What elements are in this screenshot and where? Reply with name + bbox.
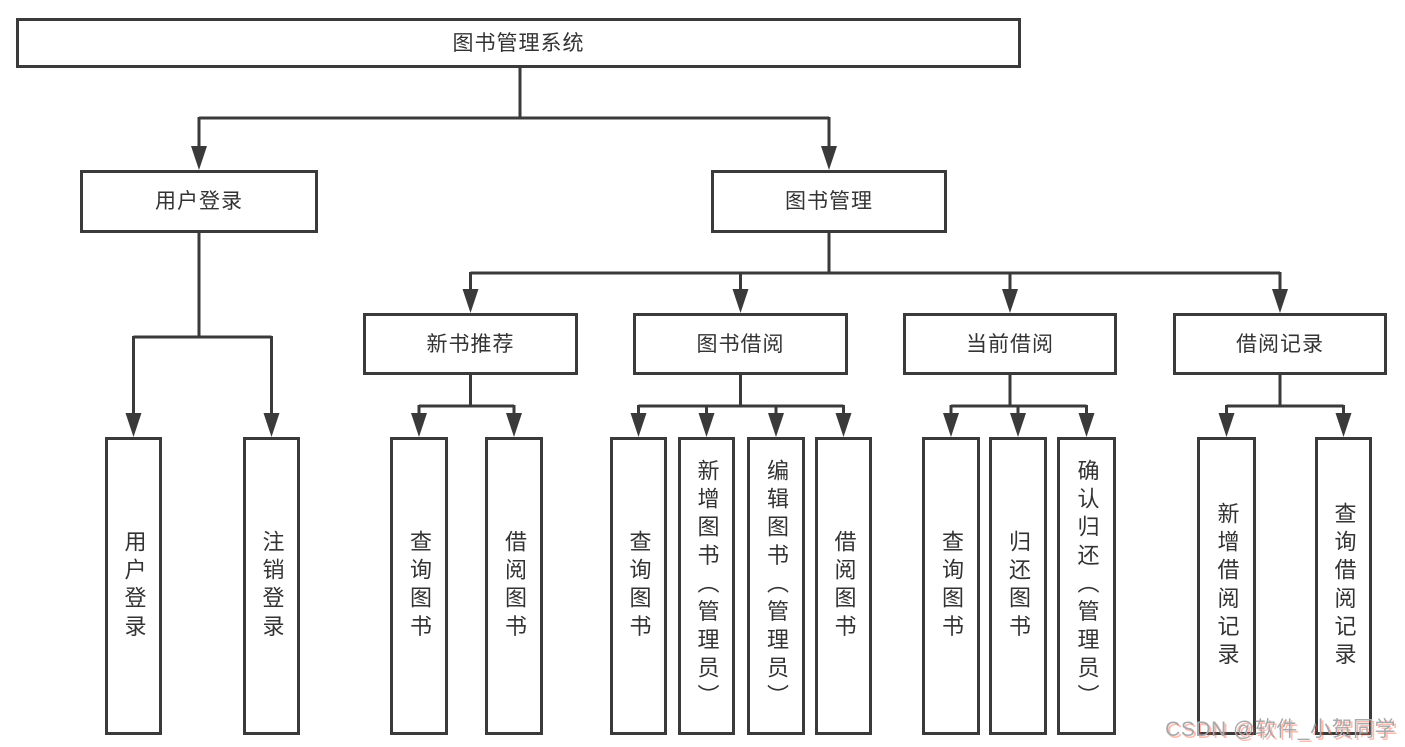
arrowhead-icon — [1218, 413, 1235, 437]
leaf-bb-query-book: 查询图书 — [610, 437, 667, 735]
leaf-nb-borrow-book: 借阅图书 — [485, 437, 543, 735]
leaf-br-query-record: 查询借阅记录 — [1315, 437, 1372, 735]
leaf-cb-confirm-return-admin: 确认归还（管理员） — [1057, 437, 1116, 735]
leaf-bb-add-book-admin: 新增图书（管理员） — [678, 437, 735, 735]
arrowhead-icon — [1272, 289, 1288, 313]
arrowhead-icon — [943, 413, 959, 437]
arrowhead-icon — [462, 289, 479, 313]
leaf-br-add-record: 新增借阅记录 — [1197, 437, 1256, 735]
arrowhead-icon — [821, 146, 837, 170]
node-book-borrow: 图书借阅 — [633, 313, 848, 375]
leaf-cb-query-book: 查询图书 — [922, 437, 980, 735]
leaf-bb-borrow-book: 借阅图书 — [815, 437, 872, 735]
node-new-book-recommend: 新书推荐 — [363, 313, 578, 375]
arrowhead-icon — [191, 146, 207, 170]
arrowhead-icon — [263, 413, 280, 437]
arrowhead-icon — [506, 413, 522, 437]
arrowhead-icon — [768, 413, 784, 437]
arrowhead-icon — [732, 289, 749, 313]
arrowhead-icon — [1002, 289, 1018, 313]
arrowhead-icon — [125, 413, 142, 437]
node-borrow-records: 借阅记录 — [1173, 313, 1387, 375]
node-current-borrow: 当前借阅 — [903, 313, 1117, 375]
leaf-logout-login: 注销登录 — [243, 437, 300, 735]
node-root: 图书管理系统 — [16, 18, 1021, 68]
arrowhead-icon — [698, 413, 715, 437]
arrowhead-icon — [835, 413, 852, 437]
arrowhead-icon — [411, 413, 427, 437]
arrowhead-icon — [1010, 413, 1026, 437]
node-book-management: 图书管理 — [711, 170, 947, 233]
leaf-user-login: 用户登录 — [105, 437, 162, 735]
arrowhead-icon — [1078, 413, 1095, 437]
arrowhead-icon — [630, 413, 647, 437]
arrowhead-icon — [1335, 413, 1352, 437]
node-user-login: 用户登录 — [80, 170, 318, 233]
leaf-nb-query-book: 查询图书 — [390, 437, 448, 735]
leaf-cb-return-book: 归还图书 — [989, 437, 1047, 735]
leaf-bb-edit-book-admin: 编辑图书（管理员） — [747, 437, 805, 735]
csdn-watermark: CSDN @软件_小贺同学 — [1165, 718, 1396, 741]
